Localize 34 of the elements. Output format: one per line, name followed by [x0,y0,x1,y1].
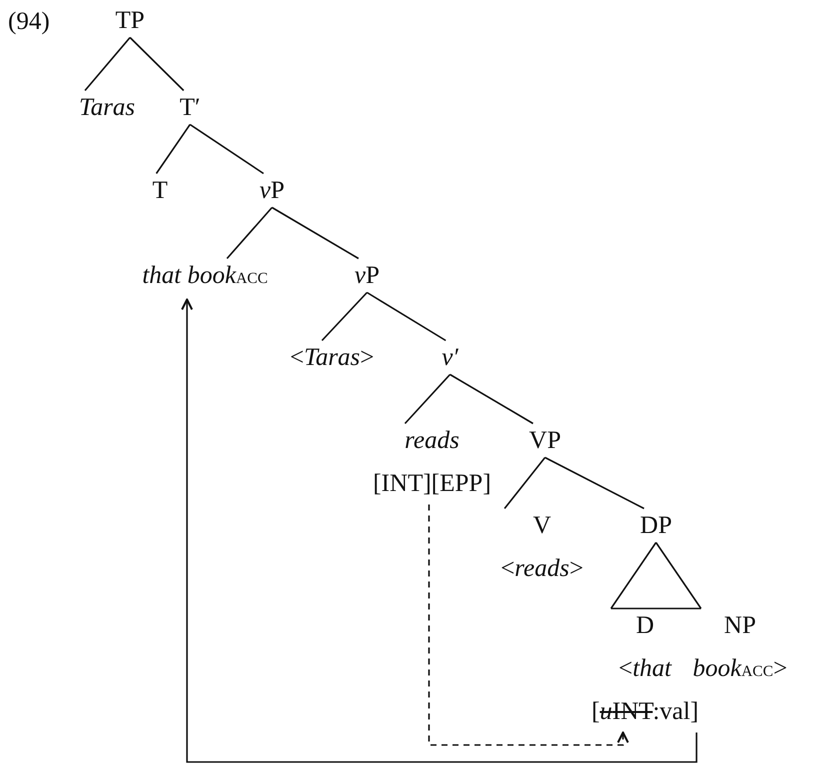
branch-line [272,206,359,260]
branch-line [366,292,446,342]
node-label: NP [724,610,756,640]
node-label: Taras [78,92,136,122]
branch-line [190,124,264,174]
branch-line [404,374,451,424]
node-label: T′ [180,92,200,122]
feature-label: <reads> [500,554,584,584]
node-label: D [636,610,654,640]
node-label: T [152,176,168,206]
node-label: vP [354,260,380,290]
feature-label: [INT][EPP] [372,468,492,498]
branch-line [544,456,644,510]
branch-line [84,36,131,92]
feature-label: <that [618,654,672,684]
node-label: TP [115,6,145,36]
node-label: V [532,510,552,540]
node-label: DP [640,510,672,540]
branch-line [156,124,191,174]
branch-line [226,206,273,260]
node-label: VP [529,426,561,456]
example-number: (94) [8,7,50,37]
branch-line [129,36,184,92]
branch-line [610,542,657,609]
arrow [181,298,698,763]
node-label: v′ [442,342,458,372]
node-label: <Taras> [290,342,374,372]
branch-line [655,542,702,609]
branch-line [321,292,368,342]
arrow [428,504,629,746]
branch-line [504,457,546,509]
node-label: vP [260,176,284,206]
branch-line [450,374,534,424]
node-label: reads [404,426,460,456]
